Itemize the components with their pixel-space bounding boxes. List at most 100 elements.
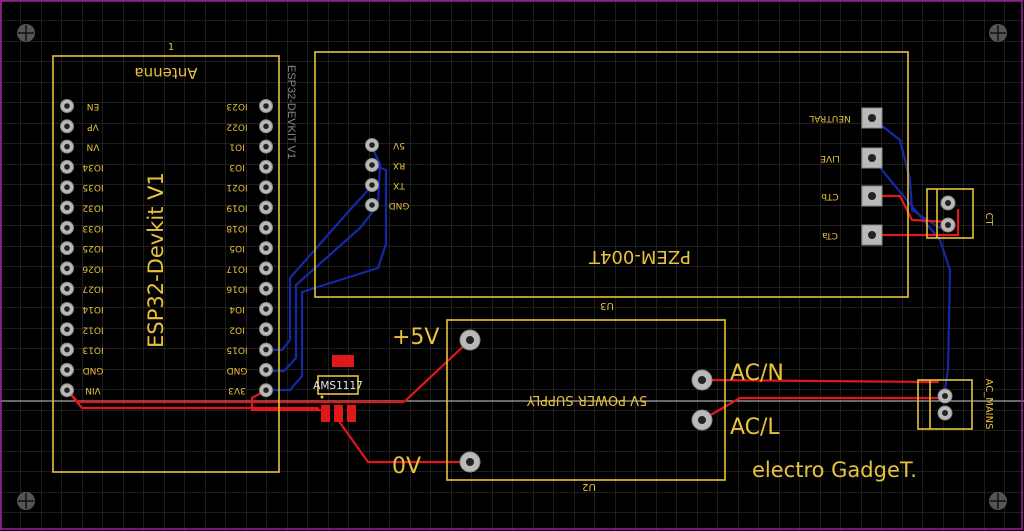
mounting-holes (17, 24, 1007, 510)
pzem-ref: U3 (600, 300, 614, 311)
esp32-pin-label: IO26 (82, 263, 103, 273)
esp32-pin-io21[interactable] (259, 180, 273, 195)
psu-outline (446, 319, 726, 481)
esp32-pin-io32[interactable] (60, 200, 74, 215)
esp32-pin-io3[interactable] (259, 159, 273, 174)
pzem-label: PZEM-004T (588, 246, 691, 267)
pzem-header-label: TX (393, 180, 406, 190)
esp32-pin-io35[interactable] (60, 180, 74, 195)
esp32-pin-io4[interactable] (259, 302, 273, 316)
ac-mains-pad-2[interactable] (937, 405, 953, 421)
regulator-pad-2 (334, 405, 343, 422)
esp32-pin-label: IO13 (82, 345, 103, 355)
pzem-header-pin-tx[interactable] (365, 178, 379, 192)
esp32-pin-label: IO23 (226, 101, 247, 111)
esp32-pin-3v3[interactable] (259, 383, 273, 398)
antenna-label: Antenna (134, 64, 197, 82)
esp32-pin-label: IO3 (229, 162, 244, 172)
esp32-pin-io19[interactable] (259, 200, 273, 215)
psu-in-l-label: AC/L (730, 415, 780, 440)
psu-pad-in-l[interactable] (691, 409, 713, 431)
esp32-right-pin-column: IO23IO22IO1IO3IO21IO19IO18IO5IO17IO16IO4… (226, 99, 273, 398)
esp32-pin-label: IO33 (82, 223, 103, 233)
esp32-pin-label: IO25 (82, 243, 103, 253)
esp32-pin-label: GND (227, 365, 248, 375)
esp32-pin-io16[interactable] (259, 281, 273, 296)
ac-mains-connector[interactable]: AC_MAINS (917, 379, 994, 430)
pzem-terminal-neutral[interactable] (861, 107, 883, 129)
ct-pad-2[interactable] (940, 217, 956, 233)
esp32-pin-io34[interactable] (60, 159, 74, 174)
esp32-pin-gnd[interactable] (60, 362, 74, 377)
esp32-pin-label: IO35 (82, 182, 103, 192)
power-supply-module[interactable]: 5V POWER SUPPLY U2 +5V 0V AC/N AC/L (392, 319, 784, 492)
esp32-ref: ESP32-DEVKIT V1 (285, 65, 297, 159)
esp32-pin-label: IO2 (229, 324, 244, 334)
esp32-pin-io23[interactable] (259, 99, 273, 113)
ac-mains-pad-1[interactable] (937, 388, 953, 404)
ams1117-regulator[interactable]: AMS1117 (313, 355, 363, 422)
psu-pad-out-neg[interactable] (459, 451, 481, 473)
pzem-header-label: GND (389, 200, 410, 210)
pzem-terminal-ctb[interactable] (861, 185, 883, 207)
pzem-header-label: 5V (392, 140, 405, 150)
esp32-pin-io27[interactable] (60, 281, 74, 296)
esp32-pin-io15[interactable] (259, 342, 273, 357)
esp32-pin-io2[interactable] (259, 322, 273, 337)
esp32-module-label: ESP32-Devkit V1 (144, 172, 168, 348)
psu-out-pos-label: +5V (392, 325, 439, 350)
esp32-pin-vin[interactable] (60, 383, 74, 398)
esp32-pin-label: IO21 (226, 182, 247, 192)
psu-ref: U2 (582, 481, 596, 492)
esp32-pin-label: IO12 (82, 324, 103, 334)
esp32-pin-label: EN (87, 101, 99, 111)
ct-connector[interactable]: CT (926, 188, 994, 239)
esp32-pin-label: IO16 (226, 284, 247, 294)
pzem-terminal-label: NEUTRAL (809, 113, 851, 123)
pzem-header-pin-gnd[interactable] (365, 198, 379, 212)
pin1-marker: 1 (168, 42, 174, 53)
esp32-pin-io17[interactable] (259, 261, 273, 276)
esp32-pin-io33[interactable] (60, 220, 74, 235)
esp32-pin-io12[interactable] (60, 322, 74, 337)
esp32-pin-vn[interactable] (60, 139, 74, 154)
pzem-header-pin-rx[interactable] (365, 158, 379, 172)
esp32-pin-io22[interactable] (259, 119, 273, 134)
esp32-pin-io26[interactable] (60, 261, 74, 276)
esp32-module[interactable]: 1 Antenna ESP32-Devkit V1 ESP32-DEVKIT V… (52, 42, 297, 473)
esp32-pin-en[interactable] (60, 99, 74, 113)
pzem-terminal-live[interactable] (861, 147, 883, 169)
esp32-pin-label: IO17 (226, 263, 247, 273)
esp32-pin-label: IO27 (82, 284, 103, 294)
esp32-pin-io5[interactable] (259, 241, 273, 256)
esp32-pin-label: IO4 (229, 304, 245, 314)
ct-pad-1[interactable] (940, 195, 956, 211)
esp32-pin-vp[interactable] (60, 119, 74, 134)
esp32-pin-label: IO1 (229, 142, 244, 152)
esp32-pin-io18[interactable] (259, 220, 273, 235)
esp32-pin-io25[interactable] (60, 241, 74, 256)
pzem-terminal-cta[interactable] (861, 224, 883, 246)
esp32-pin-label: IO22 (226, 121, 247, 131)
esp32-pin-label: IO5 (229, 243, 244, 253)
esp32-pin-io13[interactable] (60, 342, 74, 357)
psu-in-n-label: AC/N (730, 361, 784, 386)
regulator-pad-1 (321, 405, 330, 422)
psu-pad-in-n[interactable] (691, 369, 713, 391)
esp32-pin-label: IO14 (82, 304, 103, 314)
esp32-left-pin-column: ENVPVNIO34IO35IO32IO33IO25IO26IO27IO14IO… (60, 99, 104, 398)
psu-pad-out-pos[interactable] (459, 329, 481, 351)
ac-mains-label: AC_MAINS (983, 379, 994, 430)
esp32-outline (52, 55, 280, 473)
regulator-outline (317, 375, 359, 395)
regulator-pad-3 (347, 405, 356, 422)
esp32-pin-gnd[interactable] (259, 362, 273, 377)
esp32-pin-io14[interactable] (60, 302, 74, 316)
pzem-header-pin-5v[interactable] (365, 138, 379, 152)
ac-mains-outline (917, 379, 973, 430)
esp32-pin-io1[interactable] (259, 139, 273, 154)
